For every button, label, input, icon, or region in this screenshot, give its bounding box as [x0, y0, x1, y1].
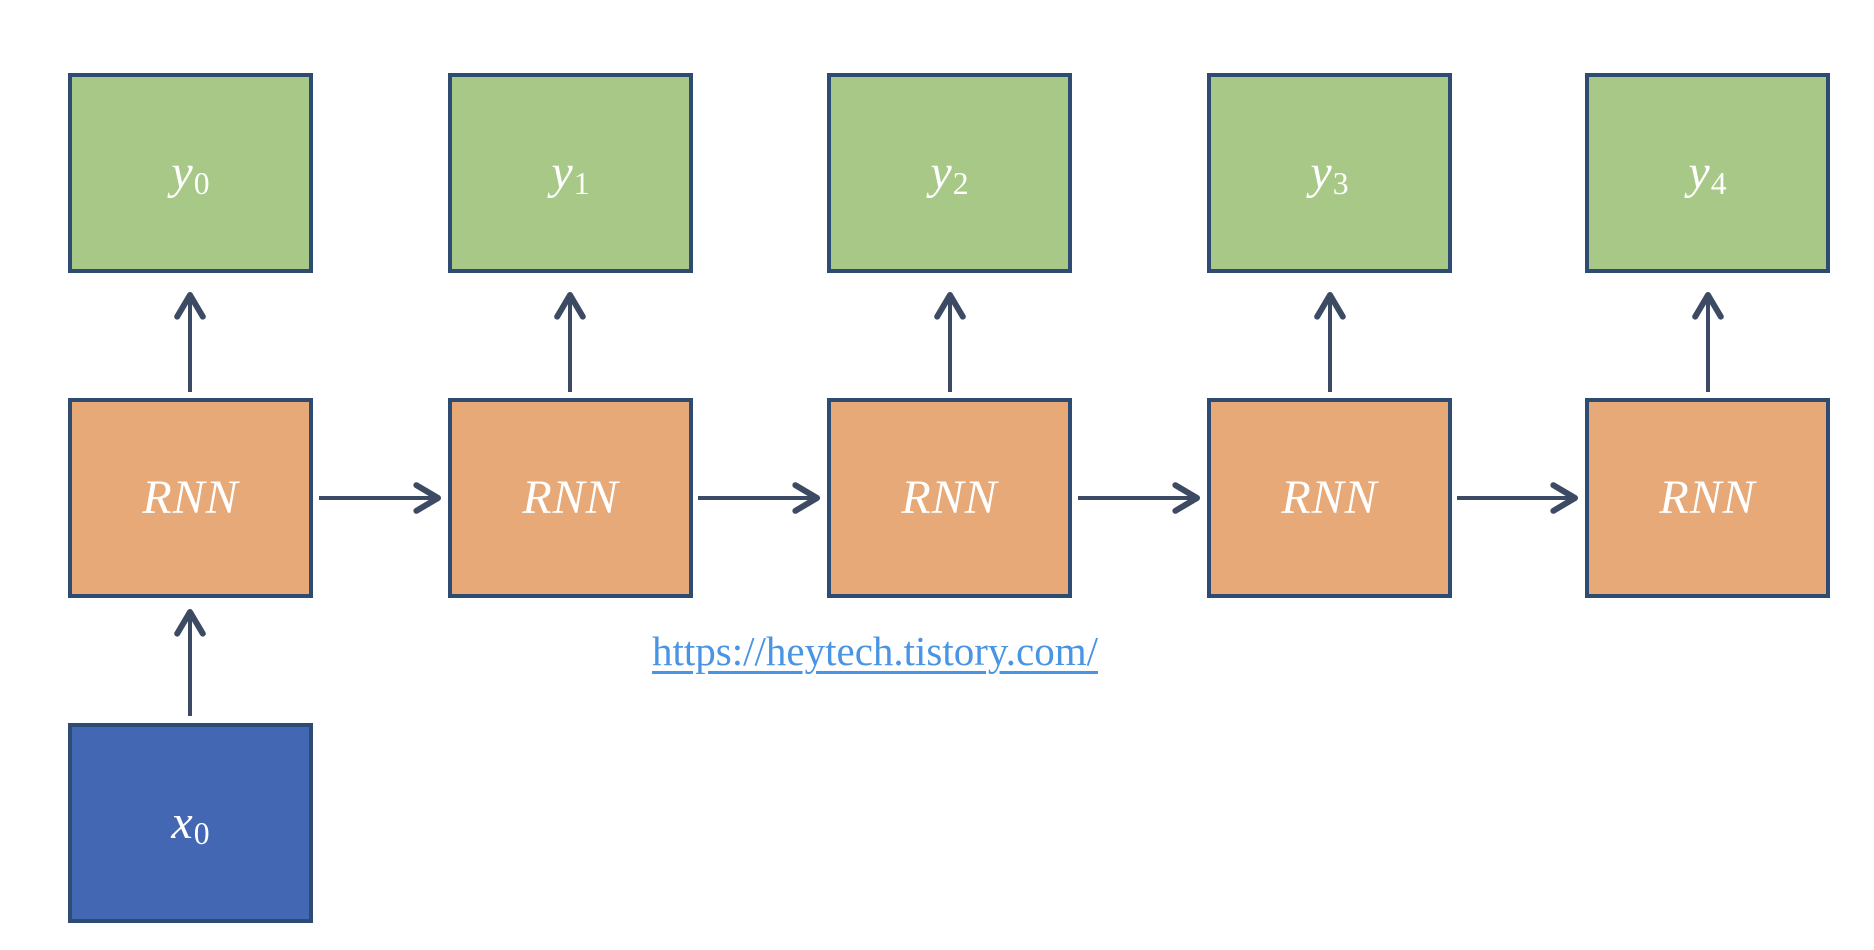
output-label-y2: y2	[930, 146, 969, 201]
output-box-y4: y4	[1585, 73, 1830, 273]
output-label-y1: y1	[551, 146, 590, 201]
output-box-y0: y0	[68, 73, 313, 273]
rnn-cell-label-2: RNN	[901, 471, 998, 524]
rnn-cell-label-4: RNN	[1659, 471, 1756, 524]
output-label-y4: y4	[1688, 146, 1727, 201]
rnn-cell-4: RNN	[1585, 398, 1830, 598]
input-label-x0: x0	[171, 796, 210, 851]
output-box-y3: y3	[1207, 73, 1452, 273]
rnn-cell-2: RNN	[827, 398, 1072, 598]
rnn-cell-label-3: RNN	[1281, 471, 1378, 524]
input-box-x0: x0	[68, 723, 313, 923]
output-box-y1: y1	[448, 73, 693, 273]
output-box-y2: y2	[827, 73, 1072, 273]
rnn-cell-label-1: RNN	[522, 471, 619, 524]
rnn-cell-label-0: RNN	[142, 471, 239, 524]
rnn-cell-1: RNN	[448, 398, 693, 598]
source-link[interactable]: https://heytech.tistory.com/	[652, 628, 1098, 674]
rnn-cell-0: RNN	[68, 398, 313, 598]
rnn-cell-3: RNN	[1207, 398, 1452, 598]
output-label-y3: y3	[1310, 146, 1349, 201]
output-label-y0: y0	[171, 146, 210, 201]
